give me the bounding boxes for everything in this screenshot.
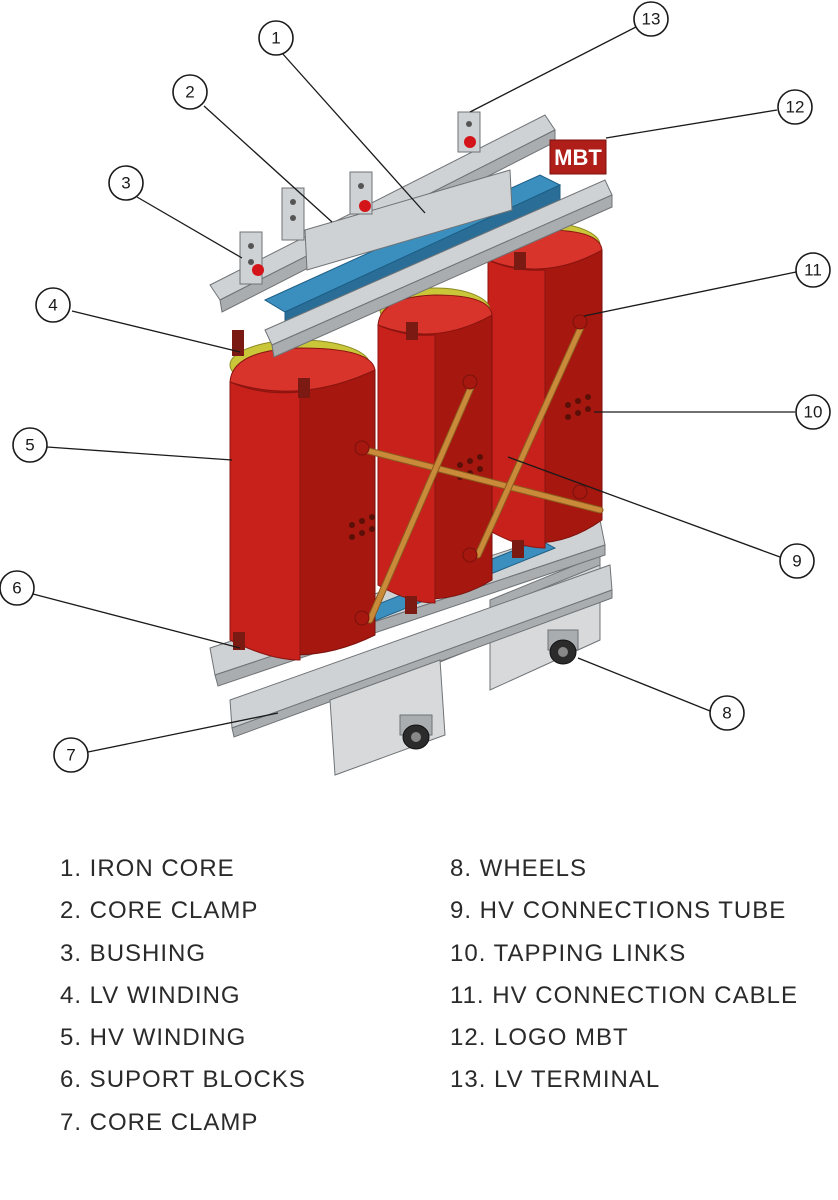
callout-3: 3 [108,165,144,201]
support-blocks [232,252,526,650]
legend-item-core-clamp-lower: 7. CORE CLAMP [60,1108,259,1136]
legend-item-core-clamp: 2. CORE CLAMP [60,897,259,925]
svg-text:10: 10 [804,403,823,422]
svg-text:6: 6 [12,579,21,598]
svg-text:9: 9 [792,552,801,571]
svg-text:7: 7 [66,746,75,765]
legend-item-hv-winding: 5. HV WINDING [60,1024,247,1052]
bushings [252,136,476,276]
callout-1: 1 [258,20,294,56]
callout-12: 12 [777,89,813,125]
legend-item-lv-winding: 4. LV WINDING [60,981,241,1009]
callout-6: 6 [0,570,35,606]
logo-text: MBT [554,145,602,170]
callout-11: 11 [795,252,831,288]
callout-8: 8 [709,695,745,731]
wheels [399,629,579,750]
callout-10: 10 [795,394,831,430]
svg-text:8: 8 [722,704,731,723]
svg-text:11: 11 [804,261,822,280]
leader-lines [32,26,797,753]
legend-right-column: 8. WHEELS 9. HV CONNECTIONS TUBE 10. TAP… [450,848,798,1102]
hv-connection-tubes [354,314,604,626]
legend-item-hv-connection-cable: 11. HV CONNECTION CABLE [450,981,798,1009]
tapping-links [349,394,591,540]
legend-item-logo-mbt: 12. LOGO MBT [450,1024,629,1052]
svg-text:13: 13 [642,10,661,29]
svg-text:4: 4 [48,296,57,315]
callout-13: 13 [633,1,669,37]
callout-4: 4 [35,287,71,323]
legend-item-iron-core: 1. IRON CORE [60,855,235,882]
legend-item-support-blocks: 6. SUPORT BLOCKS [60,1066,306,1094]
legend-item-bushing: 3. BUSHING [60,939,207,967]
callout-7: 7 [53,737,89,773]
legend-item-lv-terminal: 13. LV TERMINAL [450,1066,661,1094]
hv-winding-left [229,339,376,661]
legend-left-column: 1. IRON CORE 2. CORE CLAMP 3. BUSHING 4.… [60,848,306,1144]
transformer-diagram: MBT 1 2 3 4 5 6 7 8 9 10 11 12 13 [0,1,831,776]
legend-item-hv-connections-tube: 9. HV CONNECTIONS TUBE [450,897,787,925]
callout-2: 2 [172,74,208,110]
callout-5: 5 [12,427,48,463]
legend-item-wheels: 8. WHEELS [450,855,588,882]
svg-text:12: 12 [786,98,805,117]
svg-text:5: 5 [25,436,34,455]
svg-text:1: 1 [271,29,280,48]
svg-text:3: 3 [121,174,130,193]
top-core-clamp [209,114,613,358]
legend-item-tapping-links: 10. TAPPING LINKS [450,939,687,967]
callout-9: 9 [779,543,815,579]
svg-text:2: 2 [185,83,194,102]
logo-mbt: MBT [549,139,607,175]
